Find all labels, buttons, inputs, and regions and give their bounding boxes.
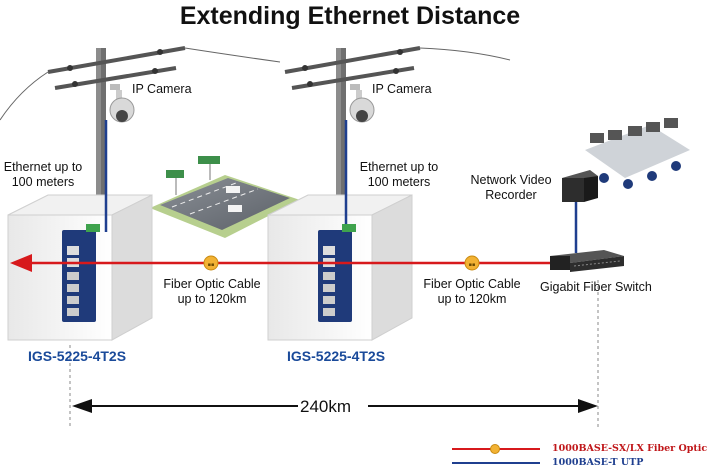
nvr-label-line1: Network Video [470,173,552,187]
ethernet-distance-middle-label: Ethernet up to 100 meters [354,160,444,190]
fiber-connector-icon: ▪▪ [203,255,219,271]
switch-model-left: IGS-5225-4T2S [28,348,127,364]
legend-fiber-label: 1000BASE-SX/LX Fiber Optic [552,443,707,454]
utility-pole-left [0,46,281,216]
nvr-label-line2: Recorder [485,188,537,202]
total-distance-label: 240km [300,397,352,416]
utility-pole-middle [284,46,511,218]
ethernet-left-line1: Ethernet up to [3,160,83,174]
fiber-link-1-label: Fiber Optic Cable up to 120km [160,277,264,307]
fiber-link-1-line1: Fiber Optic Cable [163,277,261,291]
highway-illustration [150,156,300,238]
svg-text:▪▪: ▪▪ [208,262,215,268]
ip-camera-middle-icon [349,84,375,123]
ip-camera-middle-label: IP Camera [372,82,432,96]
gigabit-switch-label: Gigabit Fiber Switch [540,280,652,294]
ip-camera-left-icon [109,84,135,123]
network-video-recorder-icon [562,170,598,202]
enclosure-middle [267,194,413,341]
distance-dimension [69,280,599,428]
industrial-switch-middle-icon [318,224,356,322]
legend [452,444,540,464]
legend-utp-label: 1000BASE-T UTP [552,457,644,468]
nvr-label: Network Video Recorder [462,173,560,203]
legend-fiber-connector-icon [490,444,500,454]
ethernet-middle-line1: Ethernet up to [359,160,439,174]
monitoring-room-icon [585,118,690,189]
ethernet-left-line2: 100 meters [11,175,75,189]
fiber-arrowhead [10,254,32,272]
fiber-link-2-line2: up to 120km [437,292,507,306]
fiber-link-1-line2: up to 120km [177,292,247,306]
diagram-svg: ▪▪ ▪▪ [0,46,690,464]
switch-model-middle: IGS-5225-4T2S [287,348,386,364]
industrial-switch-left-icon [62,224,100,322]
svg-text:▪▪: ▪▪ [469,262,476,268]
ethernet-distance-left-label: Ethernet up to 100 meters [0,160,86,190]
ip-camera-left-label: IP Camera [132,82,192,96]
fiber-link-2-line1: Fiber Optic Cable [423,277,521,291]
fiber-link-2-label: Fiber Optic Cable up to 120km [420,277,524,307]
page-title: Extending Ethernet Distance [179,2,521,30]
gigabit-fiber-switch-icon [550,250,624,272]
ethernet-middle-line2: 100 meters [367,175,431,189]
fiber-connector-icon: ▪▪ [464,255,480,271]
